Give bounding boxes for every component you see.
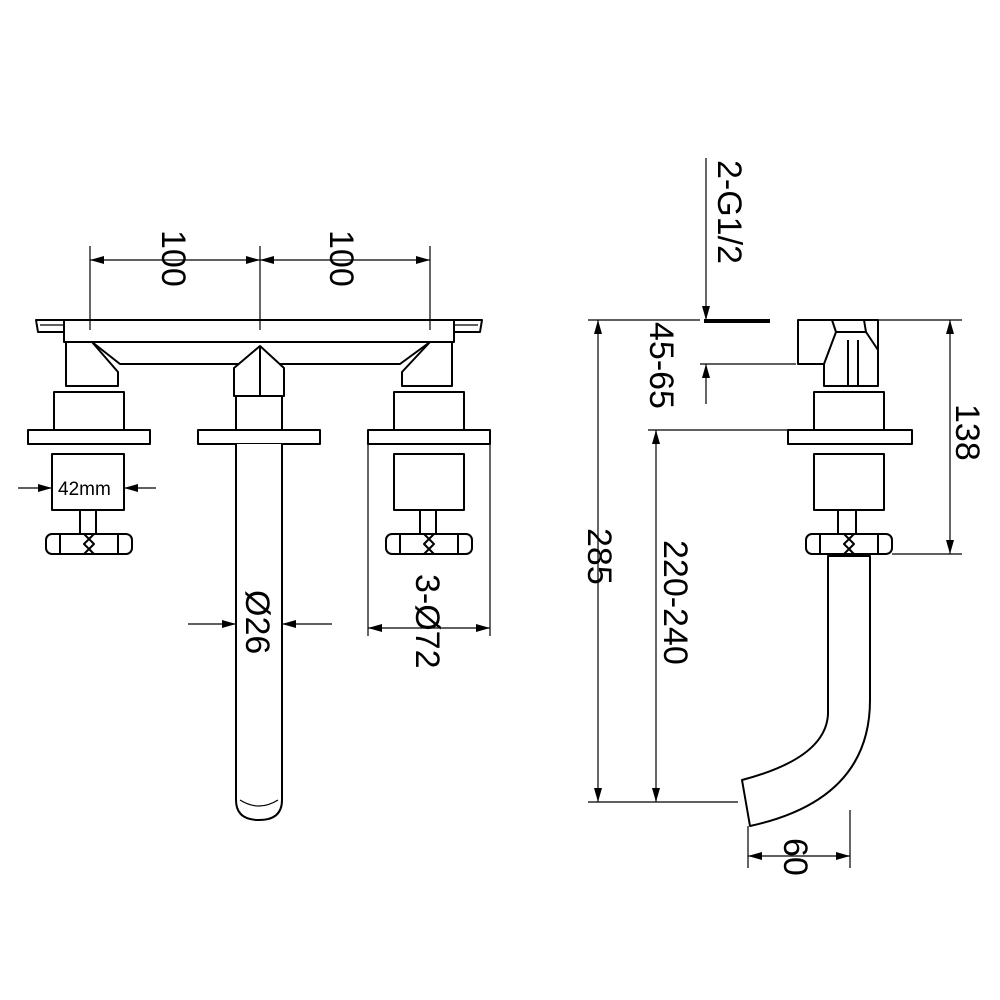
right-flange	[367, 429, 491, 445]
side-valve-body	[813, 391, 885, 431]
dim-label-spacing-left: 100	[154, 230, 192, 287]
dim-total-height: 285	[580, 319, 738, 803]
left-cross-handle	[45, 533, 133, 555]
spout-flange	[197, 429, 321, 445]
dim-spout-drop: 220-240	[648, 429, 788, 802]
right-cross-handle	[385, 533, 473, 555]
dim-label-valve-height: 138	[948, 404, 986, 461]
dim-label-spout-projection: 60	[776, 838, 814, 876]
dim-spacing: 100 100	[89, 230, 431, 330]
dim-inlet: 2-G1/2 45-65	[642, 158, 796, 409]
dim-label-handle-width: 42mm	[58, 479, 111, 500]
side-spout	[741, 555, 871, 827]
side-cross-handle	[805, 533, 893, 555]
dim-handle-width: 42mm	[18, 479, 156, 500]
right-valve-body	[393, 391, 465, 431]
left-handle-block	[51, 453, 125, 511]
dim-valve-height: 138	[878, 319, 986, 555]
spout-upper	[235, 395, 283, 431]
dim-label-spout-diameter: Ø26	[238, 590, 276, 654]
body-bar	[63, 319, 455, 343]
front-view: 100 100 42mm Ø26 3-Ø72	[18, 230, 491, 821]
spout-pipe	[235, 444, 283, 821]
dim-label-total-height: 285	[580, 528, 618, 585]
dim-label-flange-diameter: 3-Ø72	[408, 574, 446, 669]
right-handle-block	[393, 453, 465, 511]
dim-spout-projection: 60	[747, 810, 851, 876]
left-valve-body	[53, 391, 125, 431]
side-view: 2-G1/2 45-65 285 220-240 138	[580, 158, 986, 876]
dim-label-wall-adjustment: 45-65	[642, 322, 680, 409]
dim-flange-diameter: 3-Ø72	[367, 444, 491, 669]
side-flange	[787, 429, 913, 445]
dim-spout-diameter: Ø26	[188, 590, 332, 654]
dim-label-spout-drop: 220-240	[656, 540, 694, 665]
dim-label-spacing-right: 100	[322, 230, 360, 287]
dim-label-inlet-thread: 2-G1/2	[710, 160, 748, 264]
side-handle-block	[813, 453, 885, 511]
left-flange	[27, 429, 151, 445]
